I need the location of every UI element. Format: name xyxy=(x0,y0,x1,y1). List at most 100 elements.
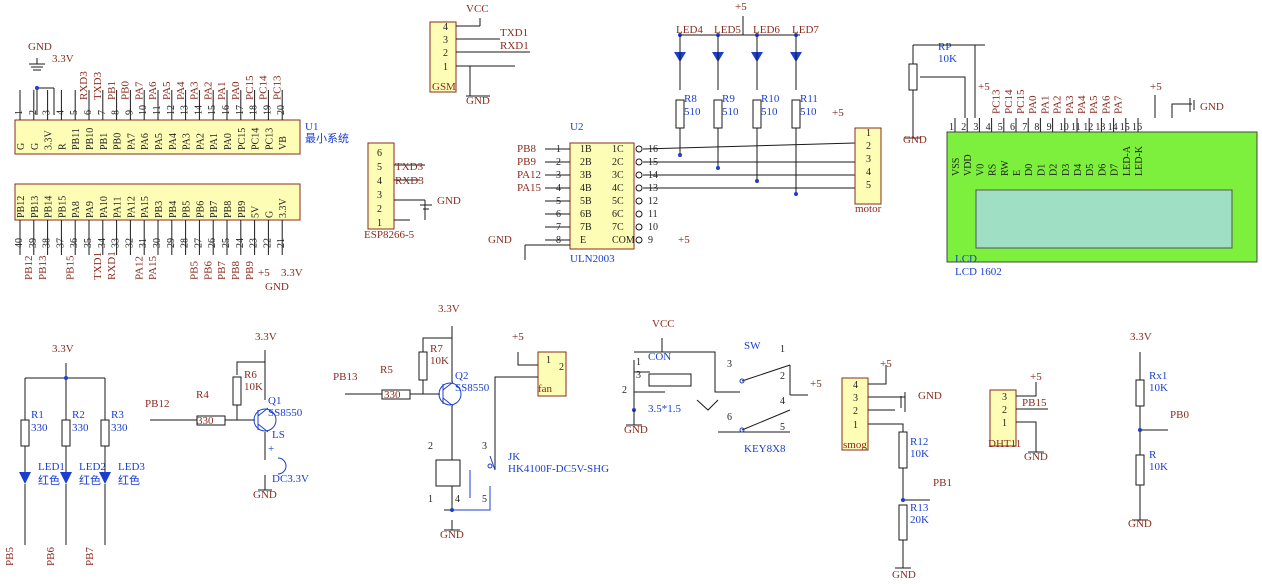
u1-top-pin-num: 13 xyxy=(180,105,191,115)
u1-bot-pin-name: PB15 xyxy=(57,196,68,218)
lcd-pin-name: D3 xyxy=(1061,164,1072,176)
top-res-val: 510 xyxy=(684,106,701,118)
u1-top-pin-name: G xyxy=(30,143,41,150)
sw-pin: 1 xyxy=(780,344,785,355)
lcd-pin-name: E xyxy=(1012,170,1023,176)
dht11-sensor: 3 2 1 DHT11 +5 PB15 GND xyxy=(988,371,1048,463)
uln-left-label: 4B xyxy=(580,183,592,194)
div-33v: 3.3V xyxy=(1130,331,1152,343)
u1-top-pin-name: PA2 xyxy=(195,133,206,150)
lcd-pin-name: V0 xyxy=(975,164,986,176)
lcd-net: PA1 xyxy=(1039,95,1051,114)
smog-gnd-b: GND xyxy=(892,569,916,581)
bank-led-icon xyxy=(19,472,31,484)
lcd-pin-name: D4 xyxy=(1073,164,1084,176)
top-res-junction xyxy=(755,179,759,183)
smog-gnd: GND xyxy=(918,390,942,402)
r7-val: 10K xyxy=(430,355,449,367)
r4-ref: R4 xyxy=(196,389,209,401)
uln-right-num: 10 xyxy=(648,222,658,233)
relay-gnd: GND xyxy=(440,529,464,541)
jk-ref: JK xyxy=(508,451,520,463)
lcd-pin-name: D2 xyxy=(1049,164,1060,176)
lcd-pin-name: D6 xyxy=(1097,164,1108,176)
u1-top-pin-name: PA6 xyxy=(140,133,151,150)
u1-top-pin-num: 3 xyxy=(42,110,53,115)
gsm-ref: GSM xyxy=(432,81,456,93)
r12-val: 10K xyxy=(910,448,929,460)
lcd-pin-num: 12 xyxy=(1083,122,1093,133)
esp-pin: 3 xyxy=(377,190,382,201)
gsm-pin: 1 xyxy=(443,62,448,73)
u1-top-net: PA2 xyxy=(202,81,214,100)
esp-pin: 2 xyxy=(377,204,382,215)
gsm-txd: TXD1 xyxy=(500,27,528,39)
lcd-pin-num: 2 xyxy=(961,122,966,133)
uln-left-label: 3B xyxy=(580,170,592,181)
u1-bot-net: PB12 xyxy=(23,256,35,280)
uln-right-port xyxy=(635,158,643,166)
u1-bot-net: PB13 xyxy=(37,255,49,280)
top-res-body xyxy=(791,99,801,129)
lcd-pin-num: 8 xyxy=(1034,122,1039,133)
lcd-pin-name: VSS xyxy=(951,158,962,176)
uln-right-label: 7C xyxy=(612,222,624,233)
u1-top-net: PA4 xyxy=(175,81,187,100)
key-val: KEY8X8 xyxy=(744,443,786,455)
top-led-ref: LED6 xyxy=(753,24,780,36)
u1-bot-pin-name: PA12 xyxy=(126,196,137,218)
smog-pin: 4 xyxy=(853,380,858,391)
top-led-ref: LED4 xyxy=(676,24,703,36)
bank-res-body xyxy=(61,419,71,447)
sw-pin: 6 xyxy=(727,412,732,423)
uln-output-wire xyxy=(642,142,856,150)
u1-bot-pin-num: 33 xyxy=(111,238,122,248)
relay-pin: 4 xyxy=(455,494,460,505)
bank-res-val: 330 xyxy=(72,422,89,434)
uln-right-label: COM xyxy=(612,235,635,246)
u1-top-pin-num: 4 xyxy=(55,110,66,115)
esp-pin: 5 xyxy=(377,162,382,173)
u1-bot-pin-name: PB14 xyxy=(44,196,55,218)
q2-val: SS8550 xyxy=(455,382,490,394)
u1-top-pin-name: G xyxy=(16,143,27,150)
u1-top-net: PA1 xyxy=(216,81,228,100)
u1-bot-net: TXD1 xyxy=(92,252,104,280)
rp-val: 10K xyxy=(938,53,957,65)
gsm-module: GSM 4 3 2 1 VCC TXD1 RXD1 GND xyxy=(429,3,530,107)
fan-33v: 3.3V xyxy=(438,303,460,315)
top-led-ref: LED7 xyxy=(792,24,819,36)
lcd-5v: +5 xyxy=(978,81,990,93)
r4-val: 330 xyxy=(197,415,214,427)
u1-top-pin-num: 20 xyxy=(276,105,287,115)
lcd-gnd-b: GND xyxy=(1200,101,1224,113)
u1-bot-pin-name: PB8 xyxy=(223,201,234,218)
lcd-pin-num: 13 xyxy=(1095,122,1105,133)
dht-net: PB15 xyxy=(1022,397,1047,409)
fan-pin: 1 xyxy=(546,355,551,366)
r-val: 10K xyxy=(1149,461,1168,473)
uln-right-num: 12 xyxy=(648,196,658,207)
r13-val: 20K xyxy=(910,514,929,526)
r6-val: 10K xyxy=(244,381,263,393)
lcd-pin-num: 4 xyxy=(986,122,991,133)
u1-bot-pin-name: PB7 xyxy=(209,201,220,218)
r5-val: 330 xyxy=(384,389,401,401)
u1-bot-pin-name: 5V xyxy=(251,205,262,218)
gnd-label: GND xyxy=(28,41,52,53)
bank-res-body xyxy=(100,419,110,447)
u1-top-net: TXD3 xyxy=(92,71,104,100)
u1-top-pin-name: PA1 xyxy=(209,133,220,150)
uln-left-label: E xyxy=(580,235,586,246)
u1-bot-net: PB7 xyxy=(216,261,228,280)
u1-module: U1 最小系统 1G2G33.3V4R5PB11RXD36PB10TXD37PB… xyxy=(14,41,349,293)
u1-bot-pin-name: PA10 xyxy=(99,196,110,218)
u1-bot-pin-num: 40 xyxy=(14,238,25,248)
u1-bot-pin-num: 24 xyxy=(235,238,246,248)
top-res-val: 510 xyxy=(761,106,778,118)
u1-bot-pin-name: PB6 xyxy=(195,201,206,218)
smog-pin: 3 xyxy=(853,393,858,404)
u1-top-pin-num: 7 xyxy=(97,110,108,115)
